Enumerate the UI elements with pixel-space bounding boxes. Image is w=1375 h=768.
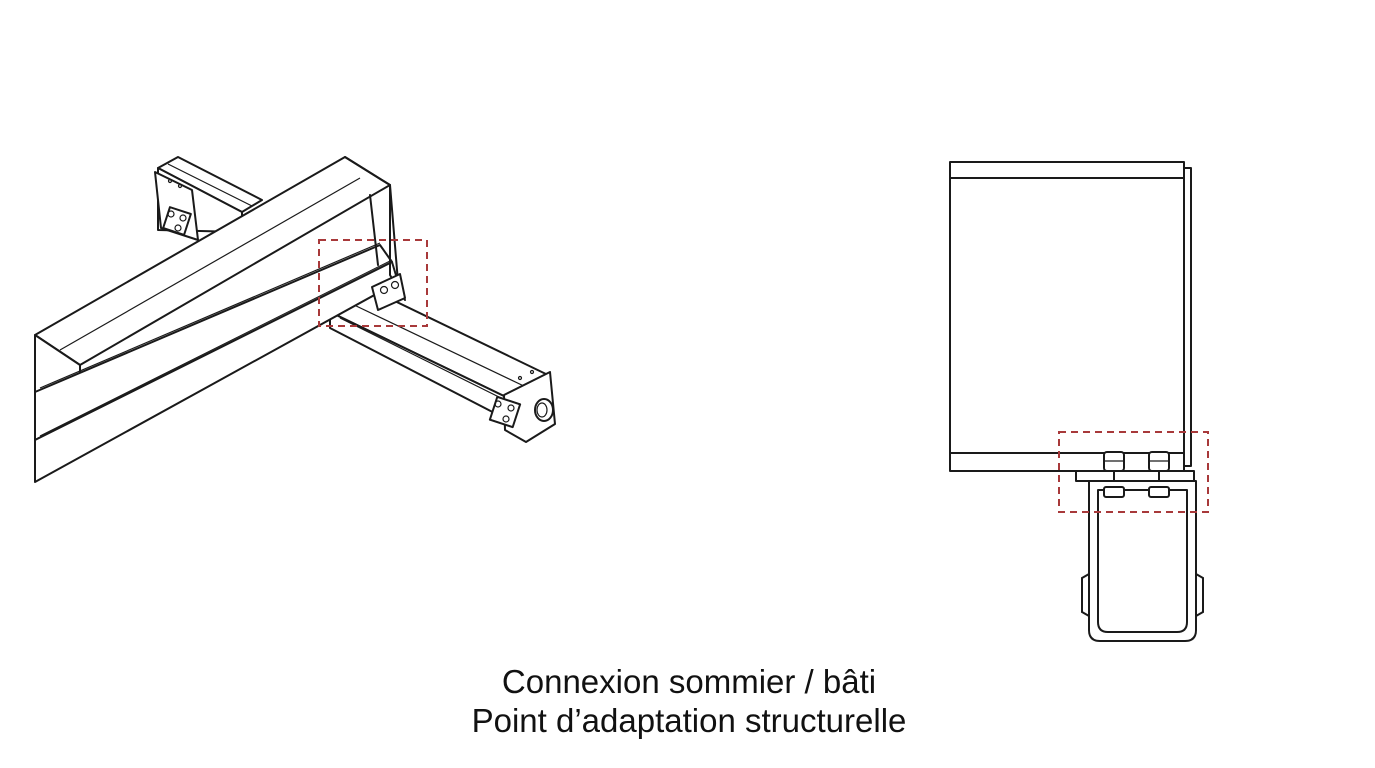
cross-beam-section bbox=[1081, 480, 1204, 642]
caption-subtitle: Point d’adaptation structurelle bbox=[471, 702, 907, 739]
bolt-plate-rear bbox=[162, 206, 192, 236]
caption-title: Connexion sommier / bâti bbox=[501, 663, 877, 700]
rear-cross-beam bbox=[154, 156, 263, 241]
nuts-bottom bbox=[1103, 486, 1170, 498]
isometric-view bbox=[34, 156, 556, 483]
connection-highlight-elevation bbox=[1058, 431, 1209, 513]
front-cross-beam bbox=[329, 289, 556, 443]
bolt-plate-front bbox=[488, 395, 522, 429]
caption: Connexion sommier / bâti Point d’adaptat… bbox=[0, 662, 1375, 740]
elevation-view bbox=[949, 161, 1209, 642]
main-beam bbox=[34, 156, 406, 483]
connection-highlight-isometric bbox=[318, 239, 428, 327]
